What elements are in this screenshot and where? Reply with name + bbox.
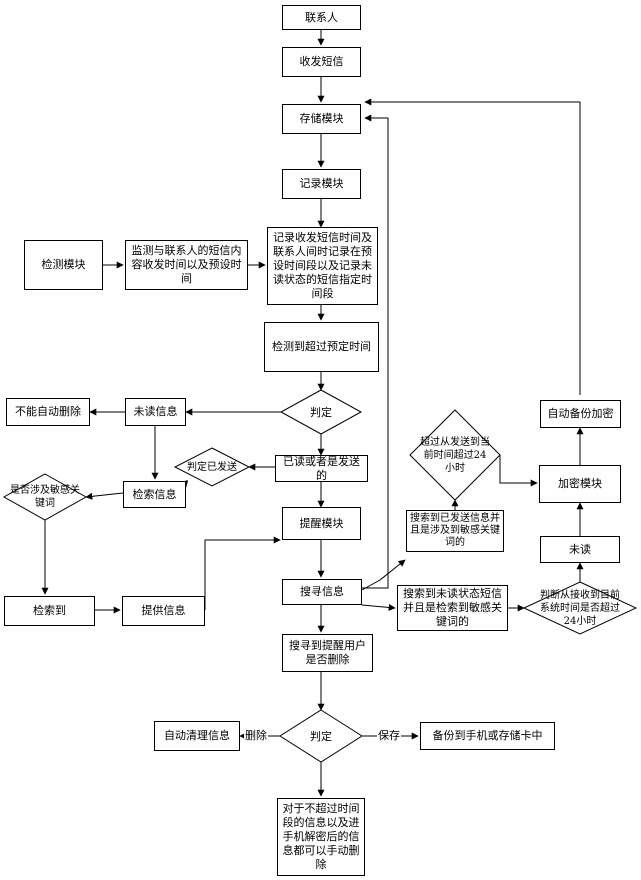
auto-clean-box: 自动清理信息	[154, 721, 240, 751]
backup-phone-box: 备份到手机或存储卡中	[420, 722, 555, 750]
monitor-box: 监测与联系人的短信内容收发时间以及预设时间	[125, 240, 248, 290]
manual-delete-box: 对于不超过时间段的信息以及进手机解密后的信息都可以手动删除	[277, 798, 365, 876]
search-unread-sensitive-box: 搜索到未读状态短信并且是检索到敏感关键词的	[397, 585, 508, 631]
detect-timeout-box: 检测到超过预定时间	[264, 322, 379, 372]
unread-info-box: 未读信息	[125, 398, 186, 426]
search-sent-sensitive-box: 搜索到已发送信息并且是涉及到敏感关键词的	[406, 510, 504, 552]
judge-1-text: 判定	[310, 405, 332, 419]
storage-module-box: 存储模块	[282, 104, 361, 134]
judge-2-text: 判定	[310, 729, 332, 743]
record-module-box: 记录模块	[282, 169, 361, 199]
record-detail-box: 记录收发短信时间及联系人间时记录在预设时间段以及记录未读状态的短信指定时间段	[267, 227, 378, 305]
save-edge-label: 保存	[377, 729, 401, 742]
provide-info-box: 提供信息	[122, 596, 205, 626]
judge-sent-diamond	[173, 447, 251, 487]
search-remind-user-box: 搜寻到提醒用户是否删除	[282, 634, 373, 672]
detect-module-box: 检测模块	[24, 240, 103, 290]
read-or-sent-box: 已读或者是发送的	[275, 455, 368, 482]
search-info-box: 搜寻信息	[282, 579, 362, 605]
send-receive-sms-box: 收发短信	[282, 47, 361, 77]
reminder-module-box: 提醒模块	[282, 507, 361, 540]
over-24h-sent-text: 超过从发送到当前时间超过24小时	[420, 436, 490, 474]
no-auto-delete-box: 不能自动删除	[6, 398, 90, 426]
auto-backup-encrypt-box: 自动备份加密	[540, 400, 621, 428]
judge-24h-text: 判断从接收到目前系统时间是否超过24小时	[540, 589, 620, 627]
judge-sent-text: 判定已发送	[187, 461, 237, 473]
delete-edge-label: 删除	[244, 729, 268, 742]
found-box: 检索到	[4, 596, 95, 626]
search-info-left-box: 检索信息	[123, 481, 186, 508]
contact-box: 联系人	[282, 5, 361, 30]
sensitive-keyword-text: 是否涉及敏感关键词	[10, 485, 80, 509]
unread-box: 未读	[540, 536, 620, 563]
judge-24h-diamond	[522, 581, 638, 635]
encrypt-module-box: 加密模块	[539, 465, 621, 503]
